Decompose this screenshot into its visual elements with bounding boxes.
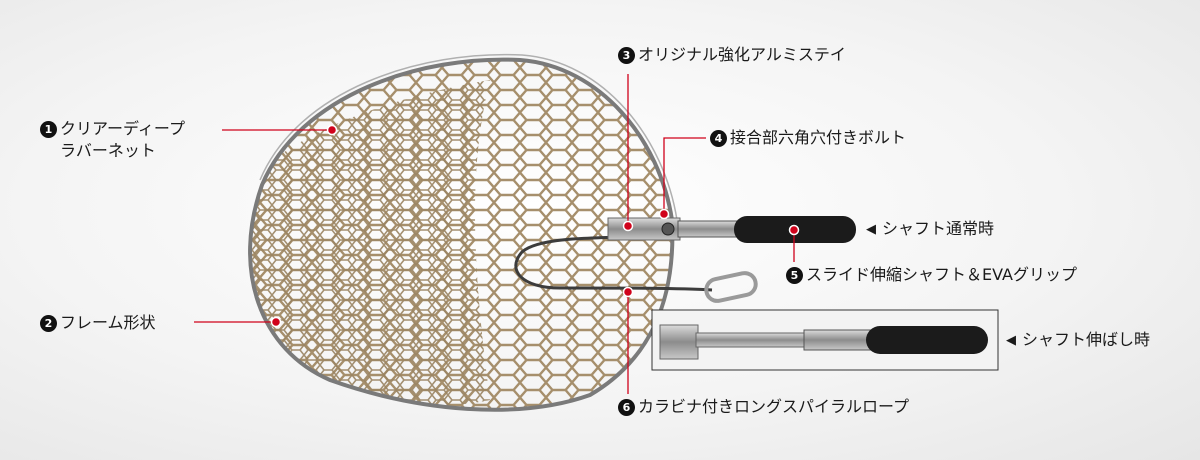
extended-shaft-inset [651, 309, 999, 371]
note-shaft-normal: ◀ シャフト通常時 [866, 218, 994, 241]
carabiner [704, 271, 758, 303]
net-frame [248, 57, 675, 412]
note-text: シャフト伸ばし時 [1022, 330, 1151, 349]
callout-leaders [194, 74, 795, 394]
callout-text: カラビナ付きロングスパイラルロープ [638, 397, 910, 416]
rubber-net [250, 59, 673, 410]
callout-text: クリアーディープ [60, 119, 185, 138]
callout-text: スライド伸縮シャフト＆EVAグリップ [806, 265, 1077, 284]
note-text: シャフト通常時 [882, 219, 995, 238]
callout-number: 6 [618, 399, 635, 416]
spiral-rope [514, 234, 713, 292]
callout-text: 接合部六角穴付きボルト [730, 128, 907, 147]
callout-text-line2: ラバーネット [60, 141, 156, 160]
left-triangle-icon: ◀ [1006, 333, 1016, 348]
callout-dots [270, 124, 800, 328]
hex-socket-bolt [661, 222, 675, 236]
note-shaft-extended: ◀ シャフト伸ばし時 [1006, 329, 1150, 352]
callout-number: 1 [40, 121, 57, 138]
left-triangle-icon: ◀ [866, 222, 876, 237]
callout-number: 3 [618, 47, 635, 64]
callout-text: オリジナル強化アルミステイ [638, 45, 846, 64]
shaft [677, 220, 741, 238]
callout-text: フレーム形状 [60, 313, 156, 332]
callout-number: 5 [786, 267, 803, 284]
callout-number: 4 [710, 130, 727, 147]
callout-number: 2 [40, 315, 57, 332]
